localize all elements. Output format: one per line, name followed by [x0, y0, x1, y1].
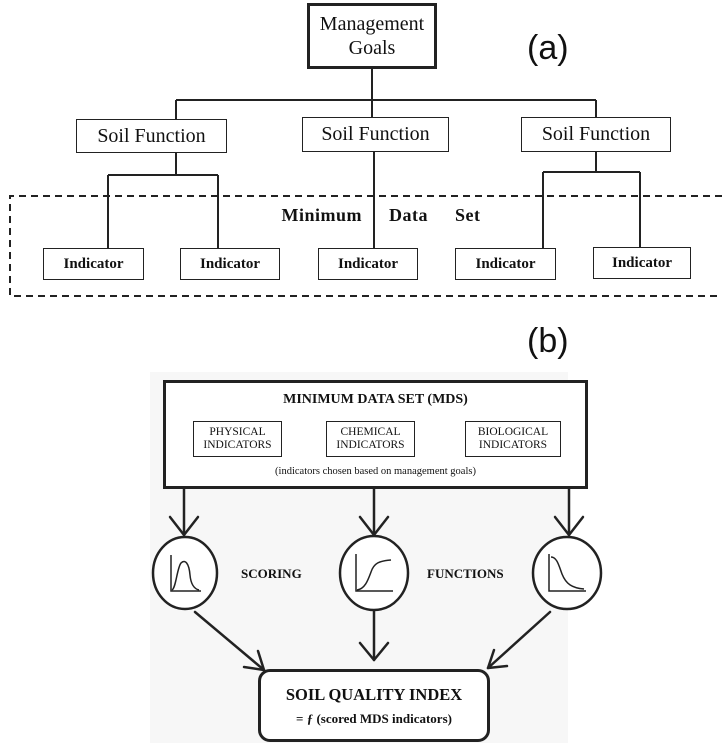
indicator-box-2: Indicator: [180, 248, 280, 280]
panel-a-connectors: [9, 69, 722, 297]
biological-indicators-box: BIOLOGICAL INDICATORS: [465, 421, 561, 457]
mds-dashed-frame: [9, 195, 722, 297]
mds-note: (indicators chosen based on management g…: [275, 466, 476, 477]
soil-function-box-1: Soil Function: [76, 119, 227, 153]
management-goals-box: Management Goals: [307, 3, 437, 69]
optimum-curve-icon: [171, 560, 200, 591]
indicator-box-4: Indicator: [455, 248, 556, 280]
scoring-circle-1: [151, 535, 219, 611]
panel-a-label: (a): [527, 29, 569, 67]
chemical-indicators-line1: CHEMICAL: [340, 426, 401, 438]
chemical-indicators-box: CHEMICAL INDICATORS: [326, 421, 415, 457]
physical-indicators-box: PHYSICAL INDICATORS: [193, 421, 282, 457]
chemical-indicators-line2: INDICATORS: [336, 439, 405, 451]
soil-quality-index-formula: = ƒ (scored MDS indicators): [296, 710, 452, 726]
indicator-box-1: Indicator: [43, 248, 144, 280]
more-is-better-curve-icon: [356, 559, 392, 591]
soil-quality-index-title: SOIL QUALITY INDEX: [285, 684, 463, 704]
panel-b-label: (b): [527, 322, 569, 360]
minimum-data-set-title: Minimum Data Set: [281, 205, 481, 225]
biological-indicators-line2: INDICATORS: [478, 439, 548, 451]
soil-function-box-3: Soil Function: [521, 117, 671, 152]
biological-indicators-line1: BIOLOGICAL: [477, 426, 549, 438]
soil-function-box-2: Soil Function: [302, 117, 449, 152]
scoring-label: SCORING: [241, 566, 302, 581]
scoring-circle-3: [531, 535, 603, 611]
functions-label: FUNCTIONS: [427, 566, 504, 581]
management-goals-line1: Management: [319, 13, 425, 35]
soil-quality-index-box: SOIL QUALITY INDEX = ƒ (scored MDS indic…: [258, 669, 490, 742]
physical-indicators-line2: INDICATORS: [203, 439, 272, 451]
management-goals-line2: Goals: [348, 37, 396, 59]
less-is-better-curve-icon: [550, 556, 585, 590]
mds-box-title: MINIMUM DATA SET (MDS): [283, 392, 468, 407]
physical-indicators-line1: PHYSICAL: [209, 426, 266, 438]
indicator-box-3: Indicator: [318, 248, 418, 280]
scoring-circle-2: [338, 534, 410, 612]
indicator-box-5: Indicator: [593, 247, 691, 279]
